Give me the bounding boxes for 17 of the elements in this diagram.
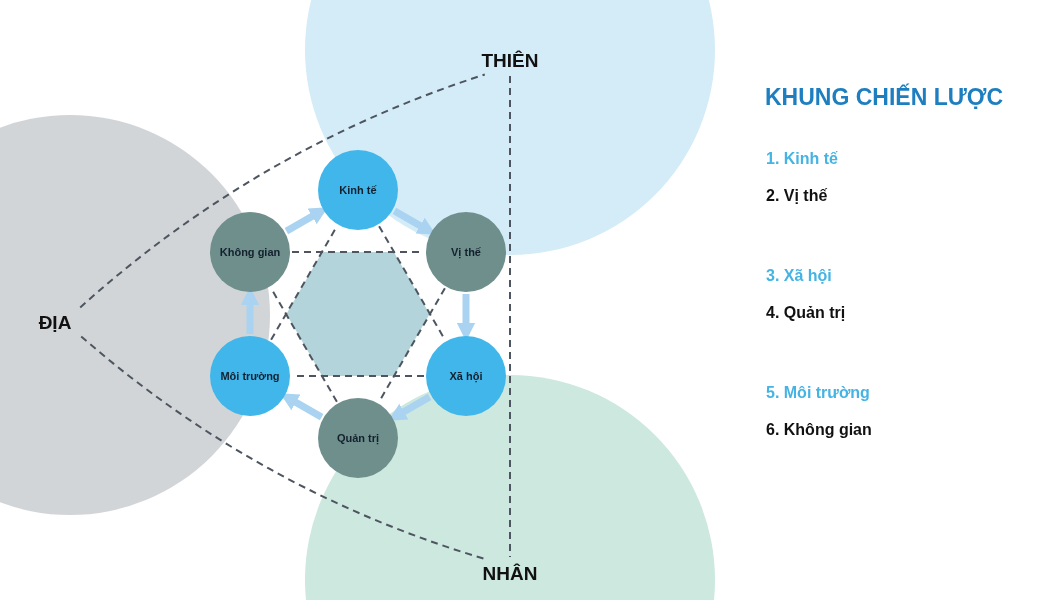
list-item: 5. Môi trường	[766, 384, 870, 402]
title: KHUNG CHIẾN LƯỢC	[765, 84, 1004, 111]
list-item: 1. Kinh tế	[766, 150, 838, 168]
corner-label: THIÊN	[481, 50, 539, 70]
corner-label: ĐỊA	[38, 312, 72, 332]
corner-label: NHÂN	[482, 563, 538, 583]
dashed-line	[80, 335, 485, 560]
dashed-line	[509, 75, 511, 558]
list-item: 4. Quản trị	[766, 304, 846, 322]
topic-circle: Xã hội	[426, 336, 506, 416]
list-item: 6. Không gian	[766, 421, 872, 439]
topic-circle: Quản trị	[318, 398, 398, 478]
dashed-line	[79, 73, 486, 309]
topic-circle: Kinh tế	[318, 150, 398, 230]
list-item: 3. Xã hội	[766, 267, 832, 285]
list-item: 2. Vị thế	[766, 187, 828, 205]
topic-circle: Vị thế	[426, 212, 506, 292]
